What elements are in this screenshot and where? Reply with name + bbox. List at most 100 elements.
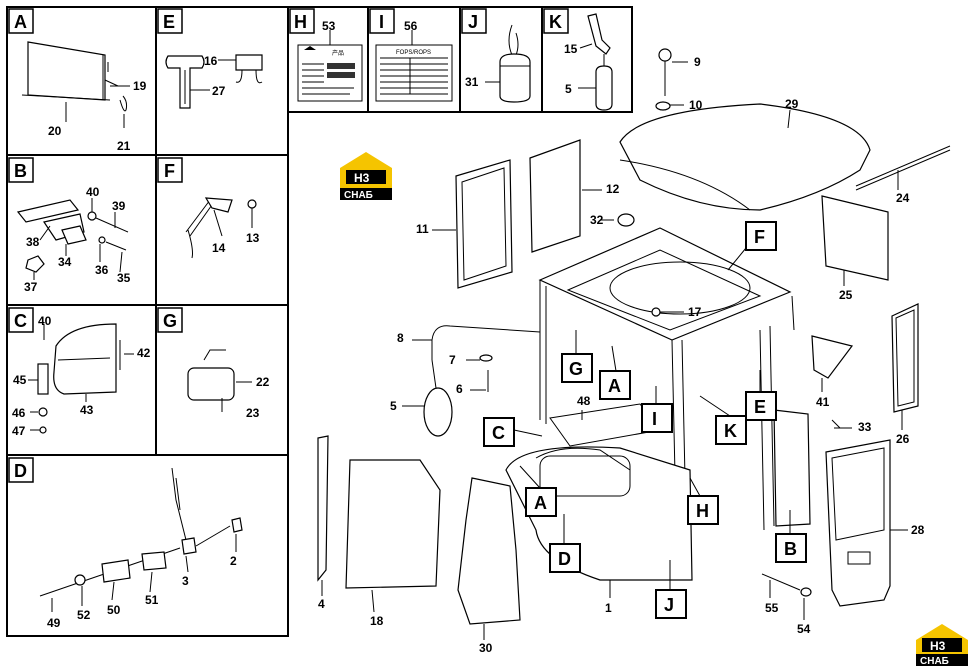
svg-text:45: 45 [13, 373, 27, 387]
svg-text:10: 10 [689, 98, 703, 112]
svg-text:14: 14 [212, 241, 226, 255]
panel-h-plate: 产品 53 [297, 19, 363, 102]
svg-text:39: 39 [112, 199, 126, 213]
callout-k: K [715, 415, 747, 445]
svg-text:FOPS/ROPS: FOPS/ROPS [396, 50, 431, 56]
svg-text:5: 5 [565, 82, 572, 96]
callout-j: J [655, 589, 687, 619]
svg-text:46: 46 [12, 406, 26, 420]
panel-letter-c: C [8, 307, 34, 333]
panel-letter-h: H [289, 8, 315, 34]
svg-text:12: 12 [606, 182, 620, 196]
callout-a-top: A [599, 370, 631, 400]
panel-letter-d: D [8, 457, 34, 483]
callout-i: I [641, 403, 673, 433]
brand-logo-top: H3 CHAБ [340, 152, 392, 201]
panel-letter-i: I [369, 8, 395, 34]
svg-text:C: C [14, 311, 27, 331]
svg-text:A: A [608, 376, 621, 396]
brand-logo-bottom: H3 CHAБ [916, 624, 968, 666]
svg-text:41: 41 [816, 395, 830, 409]
svg-text:J: J [664, 595, 674, 615]
callout-a-bottom: A [525, 487, 557, 517]
svg-text:19: 19 [133, 79, 147, 93]
svg-text:48: 48 [577, 394, 591, 408]
svg-text:产品: 产品 [332, 49, 344, 57]
panel-letter-j: J [461, 8, 487, 34]
panel-letter-k: K [543, 8, 569, 34]
inset-frames [6, 6, 633, 637]
svg-text:K: K [724, 421, 737, 441]
panel-d-wiper: 2 3 49 52 50 51 [39, 467, 243, 630]
panel-letter-a: A [8, 8, 34, 34]
panel-b-bracket: 40 39 38 34 36 35 37 [16, 185, 131, 294]
svg-text:22: 22 [256, 375, 270, 389]
svg-text:25: 25 [839, 288, 853, 302]
svg-text:A: A [534, 493, 547, 513]
svg-text:J: J [468, 12, 478, 32]
svg-text:6: 6 [456, 382, 463, 396]
callout-f: F [745, 221, 777, 251]
panel-f-wiper: 14 13 [185, 197, 260, 259]
svg-text:56: 56 [404, 19, 418, 33]
svg-text:54: 54 [797, 622, 811, 636]
svg-text:30: 30 [479, 641, 493, 655]
panel-c-cover: 40 42 45 43 46 47 [12, 314, 151, 438]
svg-text:33: 33 [858, 420, 872, 434]
svg-text:36: 36 [95, 263, 109, 277]
svg-text:50: 50 [107, 603, 121, 617]
svg-text:F: F [164, 161, 175, 181]
svg-text:38: 38 [26, 235, 40, 249]
svg-text:28: 28 [911, 523, 925, 537]
svg-text:H: H [294, 12, 307, 32]
svg-text:E: E [163, 12, 175, 32]
svg-text:21: 21 [117, 139, 131, 153]
svg-text:G: G [163, 311, 177, 331]
svg-text:16: 16 [204, 54, 218, 68]
svg-text:29: 29 [785, 97, 799, 111]
svg-text:55: 55 [765, 601, 779, 615]
svg-text:42: 42 [137, 346, 151, 360]
svg-text:40: 40 [38, 314, 52, 328]
svg-text:B: B [784, 539, 797, 559]
svg-text:52: 52 [77, 608, 91, 622]
svg-text:D: D [558, 549, 571, 569]
panel-e-hooks: 16 27 [165, 54, 263, 109]
panel-j-bottle: 31 [465, 24, 531, 103]
svg-text:9: 9 [694, 55, 701, 69]
panel-i-plate: FOPS/ROPS 56 [375, 19, 453, 102]
panel-letter-boxes: A E H I J K B F C G D [8, 8, 569, 483]
panel-g-mirror: 22 23 [187, 349, 270, 420]
callout-boxes: F G A I E K C A H D J B [483, 221, 807, 619]
panel-a-sunvisor: 20 19 21 [21, 41, 147, 153]
callout-d: D [549, 543, 581, 573]
svg-text:11: 11 [416, 222, 429, 236]
svg-text:20: 20 [48, 124, 62, 138]
svg-text:47: 47 [12, 424, 26, 438]
panel-k-hammer: 15 5 [564, 13, 613, 111]
cab-exploded-view [317, 48, 951, 625]
svg-text:13: 13 [246, 231, 260, 245]
svg-text:34: 34 [58, 255, 72, 269]
svg-text:31: 31 [465, 75, 479, 89]
panel-letter-e: E [157, 8, 183, 34]
svg-text:51: 51 [145, 593, 159, 607]
panel-letter-b: B [8, 157, 34, 183]
svg-text:5: 5 [390, 399, 397, 413]
svg-text:35: 35 [117, 271, 131, 285]
svg-text:I: I [379, 12, 384, 32]
svg-text:H: H [696, 501, 709, 521]
callout-h: H [687, 495, 719, 525]
svg-text:C: C [492, 423, 505, 443]
svg-text:4: 4 [318, 597, 325, 611]
svg-text:40: 40 [86, 185, 100, 199]
svg-text:CHAБ: CHAБ [920, 656, 949, 666]
svg-text:8: 8 [397, 331, 404, 345]
svg-text:K: K [549, 12, 562, 32]
svg-text:7: 7 [449, 353, 456, 367]
svg-text:26: 26 [896, 432, 910, 446]
svg-text:G: G [569, 359, 583, 379]
svg-text:H3: H3 [354, 171, 370, 185]
svg-text:A: A [14, 12, 27, 32]
